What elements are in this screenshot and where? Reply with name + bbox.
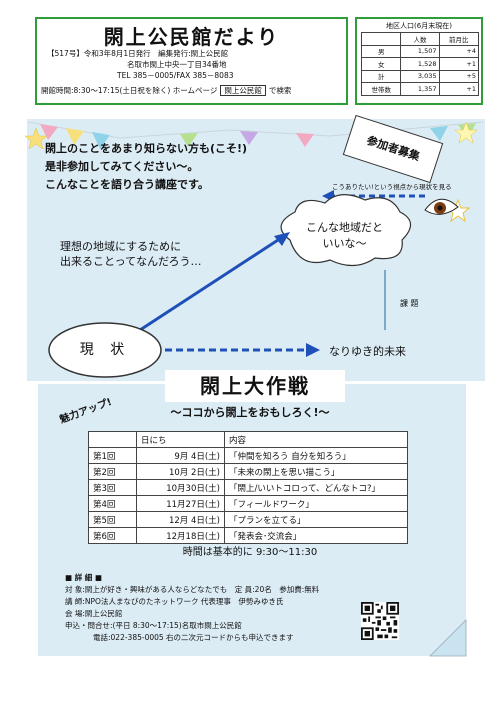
pennant-flag <box>180 133 198 147</box>
schedule-row: 第4回 11月27日(土) 「フィールドワーク」 <box>88 495 408 512</box>
ideal-question-line: 理想の地域にするために <box>60 240 182 253</box>
details-heading: ■ 詳 細 ■ <box>65 573 103 582</box>
newsletter-header: 閖上公民館だより 【517号】令和3年8月1日発行 編集発行:閖上公民館 名取市… <box>35 17 348 105</box>
session-content: 「仲間を知ろう 自分を知ろう」 <box>224 447 408 464</box>
intro-text: 閖上のことをあまり知らない方も(こそ!) 是非参加してみてください～。 こんなこ… <box>45 140 247 194</box>
schedule-header-blank <box>88 431 137 448</box>
homepage-search-box: 閖上公民館 <box>220 85 266 96</box>
cloud-line: こんな地域だと <box>306 221 383 234</box>
current-state-ellipse <box>48 322 162 378</box>
session-content: 「フィールドワーク」 <box>224 495 408 512</box>
current-state-label: 現 状 <box>79 342 131 358</box>
details-lecturer: 講 師:NPO法人まなびのたネットワーク 代表理事 伊勢みゆき氏 <box>65 597 284 606</box>
population-title: 地区人口(6月末現在) <box>386 22 452 30</box>
session-number: 第4回 <box>88 495 137 512</box>
cloud-line: いいな～ <box>322 237 367 250</box>
eye-pupil-center <box>437 205 443 211</box>
star-icon <box>454 121 478 144</box>
pennant-flag <box>240 131 258 145</box>
qr-code-icon[interactable] <box>361 602 399 640</box>
schedule-row: 第2回 10月 2日(土) 「未来の閖上を思い描こう」 <box>88 463 408 480</box>
gap-label: 課 題 <box>400 299 419 308</box>
phone-line: TEL 385－0005/FAX 385－8083 <box>117 71 234 80</box>
population-diff: +1 <box>438 82 479 96</box>
session-date: 10月30日(土) <box>136 479 225 496</box>
details-venue: 会 場:閖上公民館 <box>65 609 123 618</box>
session-number: 第1回 <box>88 447 137 464</box>
population-box: 地区人口(6月末現在) 人数 前月比 男 1,507 +4 女 1,528 +1… <box>355 17 483 105</box>
intro-line: 是非参加してみてください～。 <box>45 160 199 173</box>
issue-line: 【517号】令和3年8月1日発行 編集発行:閖上公民館 <box>47 49 229 58</box>
session-date: 10月 2日(土) <box>136 463 225 480</box>
details-target: 対 象:閖上が好き・興味がある人ならどなたでも 定 員:20名 参加費:無料 <box>65 585 320 594</box>
details-contact: 申込・問合せ:(平日 8:30～17:15)名取市閖上公民館 <box>65 621 242 630</box>
population-row: 世帯数 1,357 +1 <box>360 82 479 96</box>
session-time: 時間は基本的に 9:30～11:30 <box>182 547 318 558</box>
population-row: 男 1,507 +4 <box>360 44 479 58</box>
pennant-flag <box>66 128 84 145</box>
schedule-header-row: 日にち 内容 <box>88 431 408 448</box>
session-date: 12月18日(土) <box>136 527 225 544</box>
session-number: 第2回 <box>88 463 137 480</box>
star-icon <box>24 127 48 150</box>
session-number: 第6回 <box>88 527 137 544</box>
session-date: 12月 4日(土) <box>136 511 225 528</box>
default-future-label: なりゆき的未来 <box>329 345 406 358</box>
intro-line: 閖上のことをあまり知らない方も(こそ!) <box>45 142 248 155</box>
ideal-arrow <box>139 238 279 332</box>
hours-text: 開館時間:8:30～17:15(土日祝を除く) <box>41 86 171 95</box>
program-subtitle: ～ココから閖上をおもしろく!～ <box>170 406 330 419</box>
session-date: 11月27日(土) <box>136 495 225 512</box>
details-phone: 電話:022-385-0005 右の二次元コードからも申込できます <box>93 633 294 642</box>
newsletter-title: 閖上公民館だより <box>103 25 280 49</box>
ideal-arrowhead <box>274 232 290 246</box>
session-content: 「閖上/いいトコロって、どんなトコ?」 <box>224 479 408 496</box>
homepage-label: ホームページ <box>172 86 218 95</box>
intro-line: こんなことを語り合う講座です。 <box>45 178 209 191</box>
details-block: ■ 詳 細 ■ 対 象:閖上が好き・興味がある人ならどなたでも 定 員:20名 … <box>65 572 319 644</box>
ideal-question: 理想の地域にするために 出来ることってなんだろう… <box>60 239 201 269</box>
schedule-row: 第1回 9月 4日(土) 「仲間を知ろう 自分を知ろう」 <box>88 447 408 464</box>
default-future-arrowhead <box>306 343 320 357</box>
population-table: 人数 前月比 男 1,507 +4 女 1,528 +1 計 3,035 +5 … <box>360 32 479 96</box>
search-label: で検索 <box>268 86 292 95</box>
schedule-header-content: 内容 <box>224 431 408 448</box>
session-content: 「発表会･交流会」 <box>224 527 408 544</box>
ideal-question-line: 出来ることってなんだろう… <box>60 255 202 268</box>
session-number: 第3回 <box>88 479 137 496</box>
cloud-text: こんな地域だと いいな～ <box>287 220 402 252</box>
pennant-flag <box>430 126 448 141</box>
program-title: 閖上大作戦 <box>165 370 345 402</box>
ideal-future-cloud <box>280 194 412 267</box>
pennant-flag <box>92 132 110 149</box>
schedule-row: 第5回 12月 4日(土) 「プランを立てる」 <box>88 511 408 528</box>
session-date: 9月 4日(土) <box>136 447 225 464</box>
session-number: 第5回 <box>88 511 137 528</box>
schedule-table: 日にち 内容 第1回 9月 4日(土) 「仲間を知ろう 自分を知ろう」 第2回 … <box>88 431 408 544</box>
perspective-note: こうありたい!という視点から現状を見る <box>332 183 452 191</box>
pennant-flag <box>40 124 58 140</box>
hours-line: 開館時間:8:30～17:15(土日祝を除く) ホームページ閖上公民館で検索 <box>41 85 291 96</box>
schedule-row: 第6回 12月18日(土) 「発表会･交流会」 <box>88 527 408 544</box>
schedule-header-date: 日にち <box>136 431 225 448</box>
page-curl <box>429 619 467 657</box>
population-label: 世帯数 <box>360 82 402 96</box>
address-line: 名取市閖上中央一丁目34番地 <box>127 60 227 69</box>
session-content: 「未来の閖上を思い描こう」 <box>224 463 408 480</box>
schedule-row: 第3回 10月30日(土) 「閖上/いいトコロって、どんなトコ?」 <box>88 479 408 496</box>
pennant-flag <box>296 133 314 147</box>
population-count: 1,357 <box>400 82 440 96</box>
session-content: 「プランを立てる」 <box>224 511 408 528</box>
